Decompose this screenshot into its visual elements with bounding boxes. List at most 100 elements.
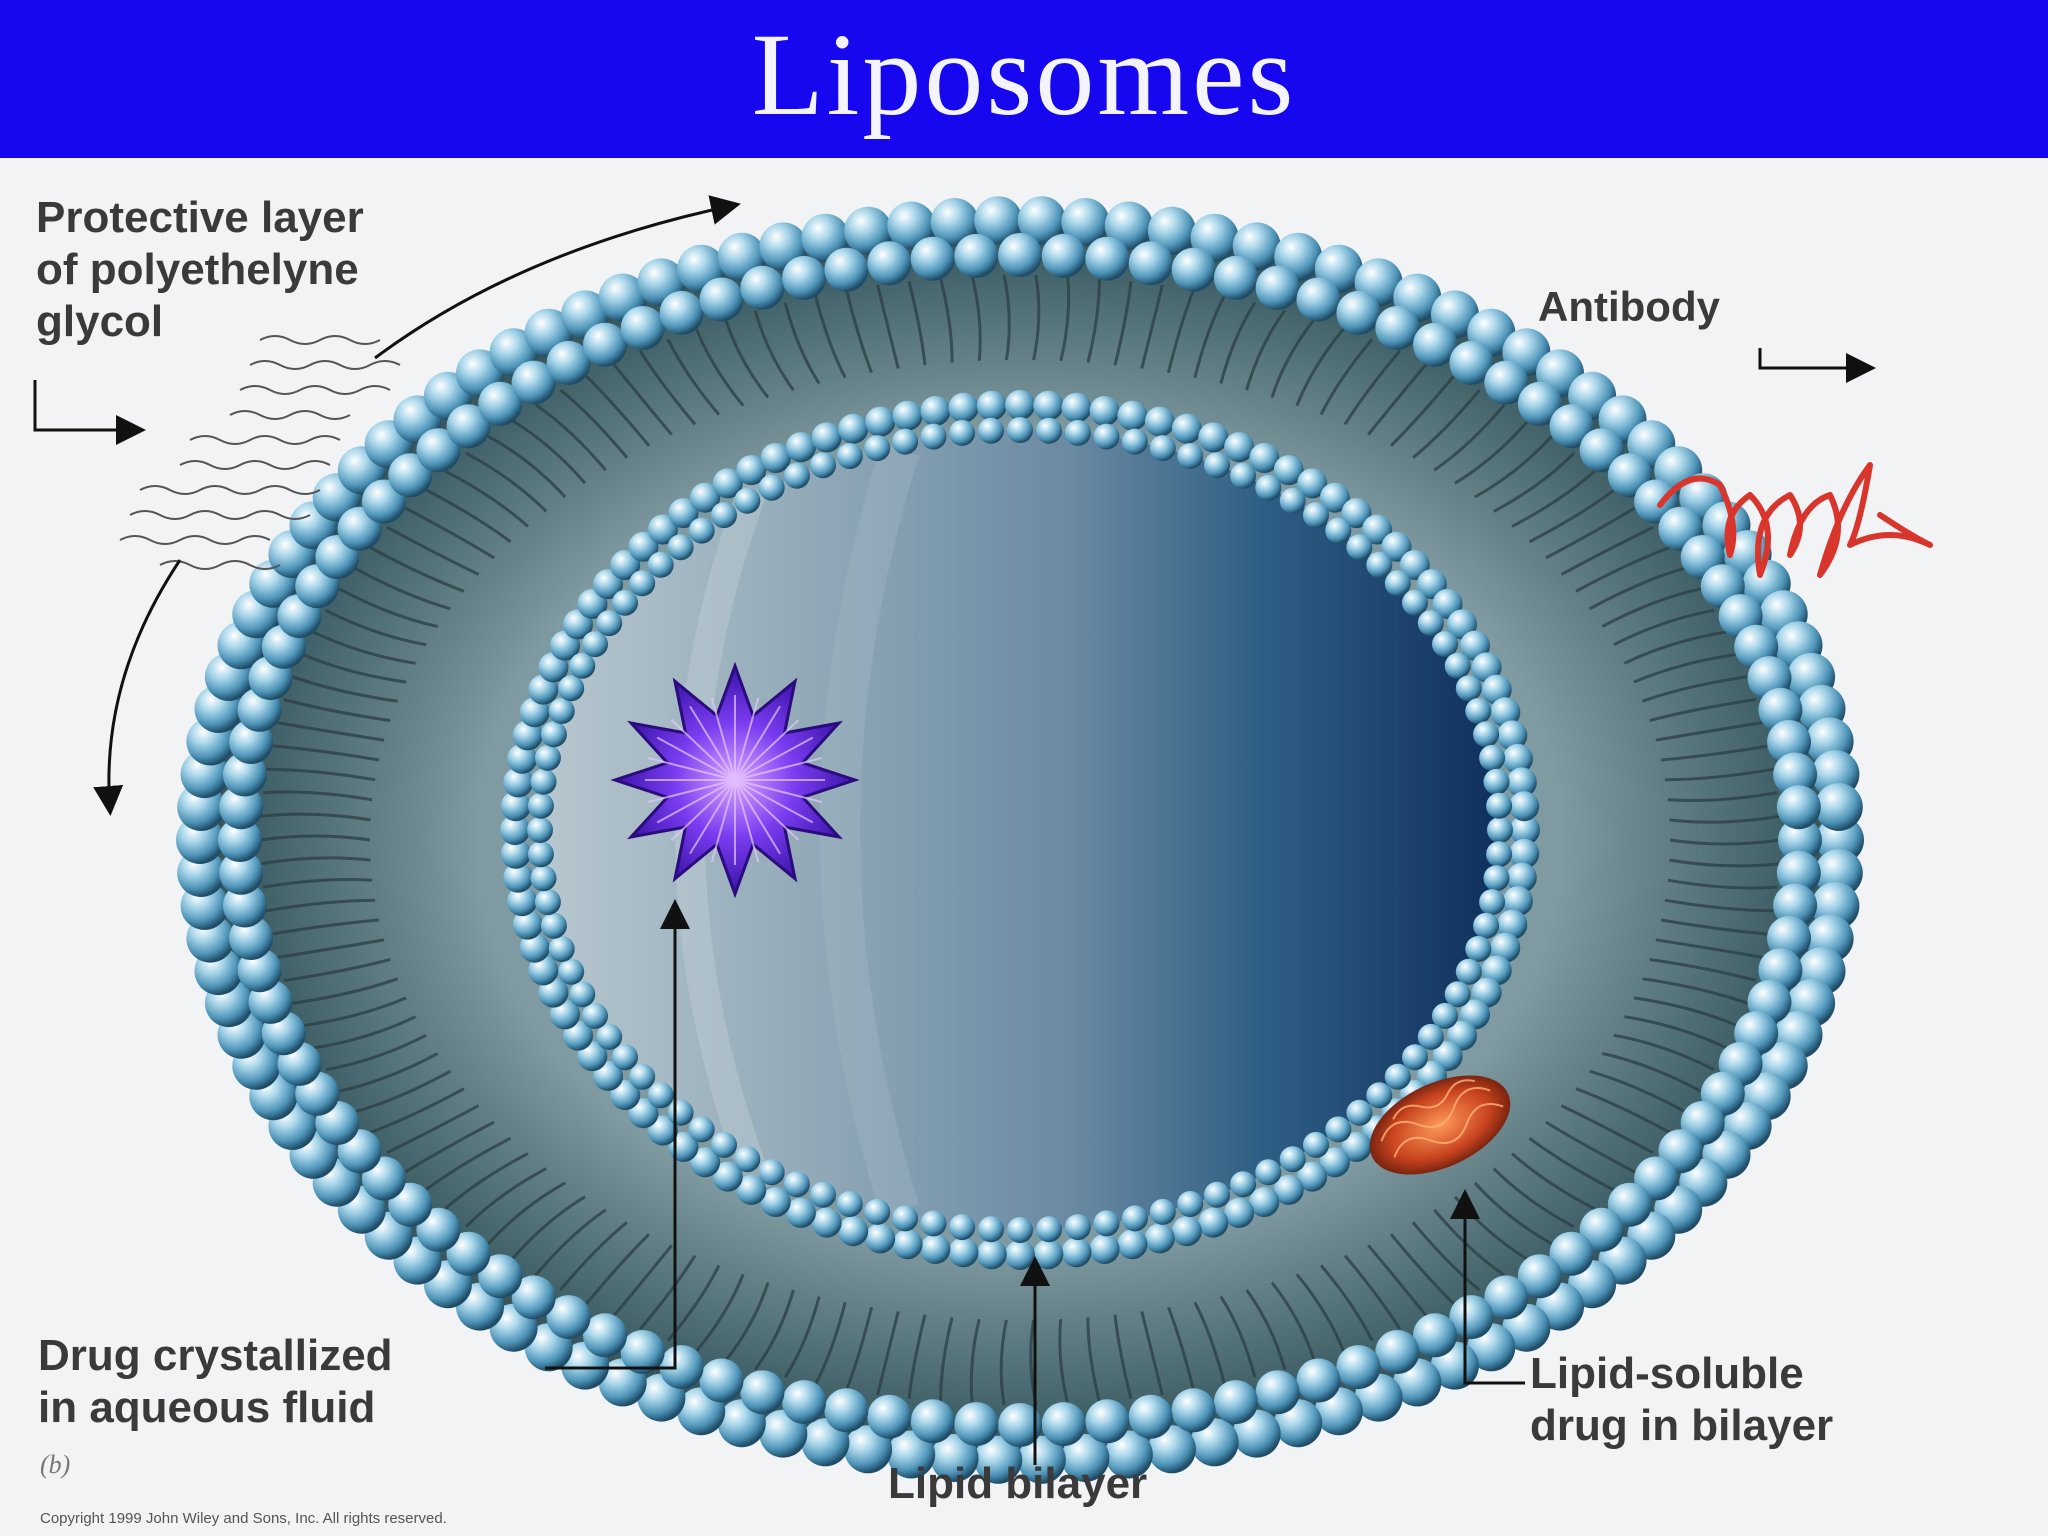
lipid-head [836, 1191, 863, 1217]
lipid-head [1579, 428, 1624, 473]
lipid-tail [423, 1136, 512, 1193]
lipid-head [1413, 322, 1457, 367]
lipid-head [1230, 462, 1257, 489]
lipid-tail [724, 318, 770, 399]
lipid-head [844, 1425, 893, 1474]
lipid-tail [1270, 318, 1316, 398]
lipid-soluble-label: Lipid-soluble drug in bilayer [1530, 1348, 1833, 1452]
lipid-tail [260, 812, 371, 822]
lipid-head [478, 381, 523, 426]
figure-tag: (b) [40, 1450, 71, 1479]
lipid-head [1402, 589, 1428, 616]
lipid-head [1402, 1044, 1428, 1071]
drug-crystal-icon [610, 661, 860, 899]
lipid-head [690, 1147, 721, 1178]
lipid-tail [1669, 858, 1780, 868]
lipid-head [1255, 265, 1300, 310]
lipid-head [1486, 792, 1513, 819]
lipid-head [558, 675, 585, 702]
lipid-tail [443, 1152, 529, 1211]
lipid-tail [907, 280, 927, 366]
lipid-head [1497, 909, 1528, 940]
lipid-tail [1575, 545, 1671, 593]
lipid-head [1198, 422, 1229, 453]
lipid-tail [404, 506, 495, 560]
lipid-head [892, 428, 919, 455]
lipid-head [782, 255, 827, 300]
lipid-head [1089, 396, 1120, 426]
lipid-tail [1660, 918, 1770, 936]
lipid-tail [1601, 1051, 1702, 1093]
lipid-head [1147, 206, 1196, 255]
lipid-head [1171, 247, 1216, 292]
lipid-tail [1624, 1015, 1728, 1050]
lipid-head [920, 1234, 951, 1264]
lipid-tail [611, 1244, 673, 1318]
lipid-head [865, 1223, 896, 1254]
lipid-tail [559, 1221, 628, 1291]
lipid-head [1296, 1358, 1341, 1403]
lipid-head [1432, 1002, 1458, 1029]
lipid-head [867, 1394, 912, 1439]
lipid-head [688, 517, 715, 544]
lipid-head [1341, 1131, 1372, 1162]
lipid-head [229, 916, 273, 960]
lipid-tail [783, 1296, 821, 1379]
lipid-head [1061, 392, 1092, 423]
lipid-head [219, 785, 264, 830]
lipid-tail [283, 698, 391, 723]
lipid-head [785, 432, 816, 463]
lipid-head [610, 550, 641, 580]
lipid-tail [1667, 878, 1778, 890]
lipid-tail [1613, 608, 1715, 647]
lipid-head [1149, 1198, 1176, 1225]
lipid-tail [1140, 1311, 1164, 1396]
lipid-head [1085, 236, 1130, 281]
lipid-tail [262, 877, 373, 889]
lipid-tail [262, 790, 373, 802]
lipid-head [1279, 487, 1306, 514]
lipid-tail [1319, 338, 1374, 416]
lipid-tail [1669, 838, 1781, 846]
lipid-head [954, 1402, 999, 1447]
lipid-head [1303, 502, 1329, 529]
lipid-tail [510, 418, 587, 485]
lipid-tail [265, 767, 376, 782]
lipid-head [783, 462, 810, 489]
lipid-tail [1623, 630, 1727, 665]
lipid-head [500, 838, 531, 869]
lipid-tail [783, 302, 821, 385]
lipid-head [1510, 815, 1540, 845]
lipid-head [629, 1063, 656, 1090]
lipid-head [1121, 428, 1148, 455]
lipid-tail [444, 469, 529, 528]
lipid-tail [404, 1120, 495, 1174]
lipid-head [1366, 1082, 1393, 1109]
lipid-tail [1545, 506, 1636, 560]
lipid-head [1213, 1380, 1258, 1425]
crystal-ray [734, 719, 800, 781]
lipid-tail [338, 587, 439, 629]
lipid-head [1147, 1425, 1196, 1474]
crystal-ray [734, 779, 800, 841]
crystal-ray [656, 736, 736, 781]
lipid-head [1005, 1240, 1035, 1270]
lipid-head [1487, 817, 1513, 843]
lipid-head [844, 206, 893, 255]
lipid-tail [1295, 1273, 1345, 1352]
lipid-head [864, 1198, 891, 1225]
lipid-head [998, 1403, 1042, 1447]
lipid-tail [1545, 1120, 1636, 1174]
lipid-head [507, 886, 538, 917]
lipid-head [1776, 785, 1821, 830]
lipid-head [1607, 1182, 1652, 1227]
lipid-tail [338, 1052, 439, 1093]
lipid-head [667, 1099, 694, 1126]
lipid-tail [1433, 1208, 1506, 1277]
lipid-bilayer-label: Lipid bilayer [888, 1459, 1148, 1508]
lipid-tail [312, 630, 416, 665]
lipid-tail [695, 1273, 745, 1353]
lipid-soluble-line-1: Lipid-soluble [1530, 1349, 1804, 1398]
crystal-ray [710, 779, 736, 863]
lipid-head [1064, 419, 1091, 446]
